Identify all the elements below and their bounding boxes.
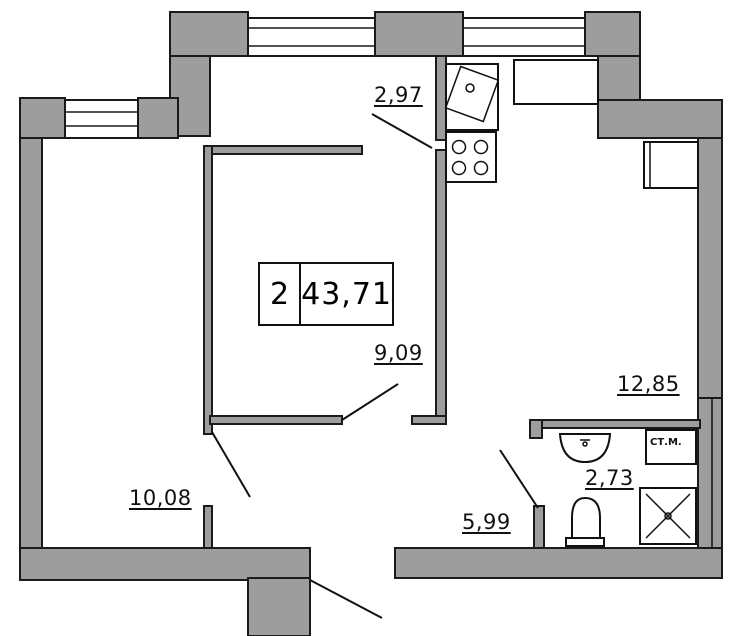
kitchen-fridge	[643, 141, 699, 189]
apartment-summary: 2 43,71	[258, 262, 394, 326]
room-count: 2	[260, 264, 302, 324]
partition-bedroom-top	[209, 145, 363, 155]
area-hallway: 5,99	[462, 510, 511, 534]
wall-bottom-right	[394, 547, 723, 579]
area-kitchen-niche: 2,97	[374, 83, 423, 107]
partition-bath-top	[529, 419, 701, 429]
bath-washbasin	[558, 433, 612, 464]
window-top-2	[462, 17, 586, 57]
door-bedroom	[341, 383, 399, 421]
door-entrance	[309, 579, 383, 619]
wall-right-top	[697, 137, 723, 399]
partition-bedroom-right	[435, 149, 447, 425]
area-bathroom: 2,73	[585, 466, 634, 490]
partition-living-stub	[203, 505, 213, 549]
toilet-icon	[571, 496, 601, 539]
kitchen-stove	[445, 131, 497, 183]
area-living-room: 10,08	[129, 486, 192, 510]
wall-left-top	[137, 97, 179, 139]
partition-bedroom-right-foot	[411, 415, 447, 425]
wall-top-mid	[374, 11, 464, 57]
washer-tag: СТ.М.	[650, 437, 682, 448]
wall-top-right	[584, 11, 641, 57]
door-living	[211, 431, 251, 498]
window-left	[64, 99, 139, 139]
door-niche	[371, 113, 433, 149]
wall-left-corner	[19, 97, 66, 139]
wall-bottom-left	[19, 547, 311, 581]
wall-top-left	[169, 11, 249, 57]
kitchen-sink	[445, 63, 499, 131]
partition-niche-right	[435, 55, 447, 141]
washer-box	[645, 429, 697, 465]
wall-bottom-stub	[247, 577, 311, 636]
area-kitchen-living: 12,85	[617, 372, 680, 396]
wall-left	[19, 137, 43, 549]
total-area: 43,71	[301, 276, 392, 312]
partition-bedroom-left	[203, 145, 213, 435]
partition-bath-left-top	[529, 419, 543, 439]
window-top-1	[247, 17, 376, 57]
area-bedroom: 9,09	[374, 341, 423, 365]
kitchen-counter	[513, 59, 599, 105]
partition-bedroom-bottom	[209, 415, 343, 425]
door-bathroom	[499, 449, 539, 509]
partition-bath-left-bottom	[533, 505, 545, 549]
wall-right-step	[597, 99, 723, 139]
